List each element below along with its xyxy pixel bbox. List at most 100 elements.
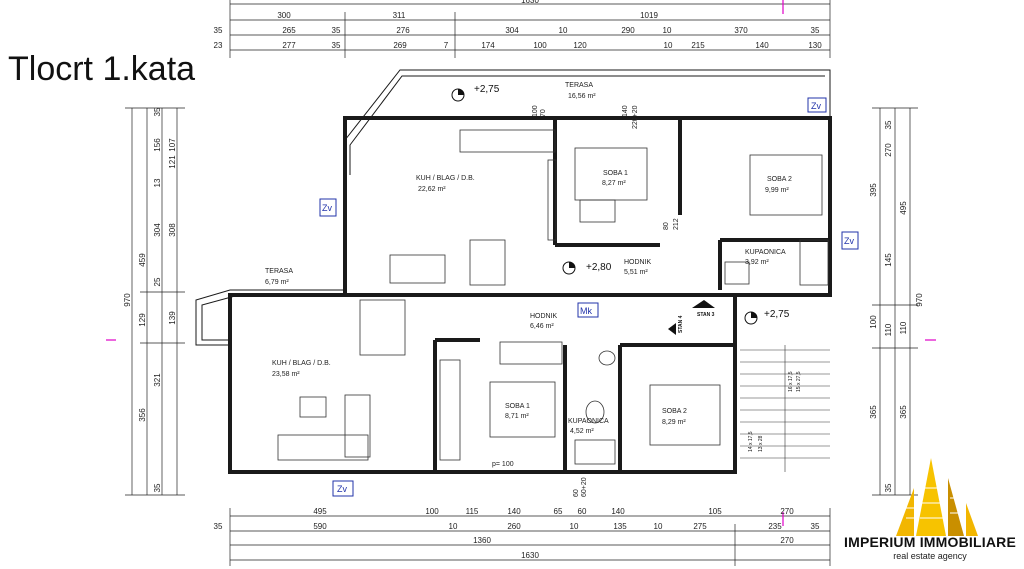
dim-label: 110 [884,323,893,336]
dim-label: 60 [578,507,587,516]
room-area: 8,71 m² [505,413,529,420]
door-dim: p= 100 [492,461,514,468]
dim-label: 130 [808,41,822,50]
room-name: TERASA [265,268,293,275]
dim-label: 276 [396,26,410,35]
dim-label: 35 [884,483,893,492]
dim-label: 356 [138,408,147,422]
dim-label: 311 [393,11,406,20]
dim-label: 265 [282,26,296,35]
room-name: TERASA [565,82,593,89]
room-name: KUPAONICA [568,418,609,425]
dim-label: 215 [691,41,705,50]
dim-label: 100 [533,41,547,50]
dim-label: 1630 [521,551,539,560]
dim-label: 35 [332,26,341,35]
room-name: SOBA 1 [505,403,530,410]
stairs-label: 16 x 17,5 [788,371,794,392]
room-name: SOBA 2 [662,408,687,415]
dim-label: 495 [313,507,327,516]
dimension-lines [125,0,918,566]
room-area: 3,92 m² [745,259,769,266]
dim-label: 1360 [473,536,491,545]
dim-label: 35 [332,41,341,50]
dim-label: 459 [138,253,147,267]
level-label: +2,75 [474,84,500,95]
zv-label: Zv [811,101,821,111]
room-area: 9,99 m² [765,187,789,194]
dim-label: 365 [899,405,908,419]
dims-left-text: 970 459 129 356 35 156 13 304 25 139 321… [123,107,177,492]
logo-tagline: real estate agency [893,551,967,561]
dim-label: 115 [466,507,479,516]
dim-label: 139 [168,311,177,325]
zv-labels: Zv Zv Zv Zv Mk [322,101,854,494]
room-name: HODNIK [530,313,558,320]
entry-arrows [668,300,715,335]
dim-label: 321 [153,373,162,387]
mk-label: Mk [580,306,592,316]
door-dim: 100 [532,105,539,117]
dim-label: 140 [755,41,769,50]
dim-label: 110 [899,321,908,334]
room-area: 22,62 m² [418,186,446,193]
dim-label: 35 [153,483,162,492]
dim-label: 269 [393,41,407,50]
dim-label: 277 [282,41,296,50]
dim-label: 120 [573,41,587,50]
room-labels: TERASA 16,56 m² KUH / BLAG / D.B. 22,62 … [265,82,792,435]
stairs-label: 13 x 28 [758,435,764,452]
dim-label: 35 [153,107,162,116]
dim-label: 35 [214,26,223,35]
dim-label: 395 [869,183,878,197]
dim-label: 10 [664,41,673,50]
room-area: 8,27 m² [602,180,626,187]
dim-label: 13 [153,178,162,187]
dim-label: 590 [313,522,327,531]
room-name: SOBA 2 [767,176,792,183]
dim-label: 7 [444,41,449,50]
company-logo: IMPERIUM IMMOBILIARE real estate agency [836,448,1024,569]
dim-label: 145 [884,253,893,267]
dim-label: 10 [654,522,663,531]
dim-label: 308 [168,223,177,237]
stan4-label: STAN 4 [678,315,684,333]
room-name: HODNIK [624,259,652,266]
zv-label: Zv [844,236,854,246]
room-name: KUH / BLAG / D.B. [416,175,475,182]
door-dim: 60+20 [581,477,588,497]
misc-labels: STAN 3 STAN 4 16 x 17,5 15 x 27,5 14 x 1… [678,312,802,452]
dim-label: 35 [811,26,820,35]
door-dim: 220+20 [632,105,639,129]
dim-label: 107 [168,138,177,152]
dims-right-text: 970 495 110 365 35 270 395 145 100 110 3… [869,120,924,492]
dim-label: 25 [153,277,162,286]
dim-label: 304 [505,26,519,35]
room-name: KUPAONICA [745,249,786,256]
dim-label: 35 [214,522,223,531]
dim-label: 105 [708,507,722,516]
stairs [740,345,830,472]
room-name: SOBA 1 [603,170,628,177]
dim-label: 10 [663,26,672,35]
dim-label: 65 [554,507,563,516]
dim-label: 304 [153,223,162,237]
room-area: 8,29 m² [662,419,686,426]
dim-label: 129 [138,313,147,327]
zv-label: Zv [322,203,332,213]
door-dim: 80 [663,222,670,230]
dims-top-text: 1630 300 311 1019 35 265 35 276 304 10 2… [214,0,823,50]
furniture [277,129,829,465]
door-dims: 70 100 140 220+20 80 212 60+20 60 p= 100 [492,105,680,497]
dim-label: 100 [869,315,878,329]
dim-label: 370 [734,26,748,35]
room-area: 16,56 m² [568,93,596,100]
zv-label: Zv [337,484,347,494]
dim-label: 275 [693,522,707,531]
room-area: 5,51 m² [624,269,648,276]
plan-title: Tlocrt 1.kata [8,50,196,88]
dim-label: 140 [507,507,521,516]
dim-label: 35 [811,522,820,531]
dim-label: 100 [425,507,439,516]
